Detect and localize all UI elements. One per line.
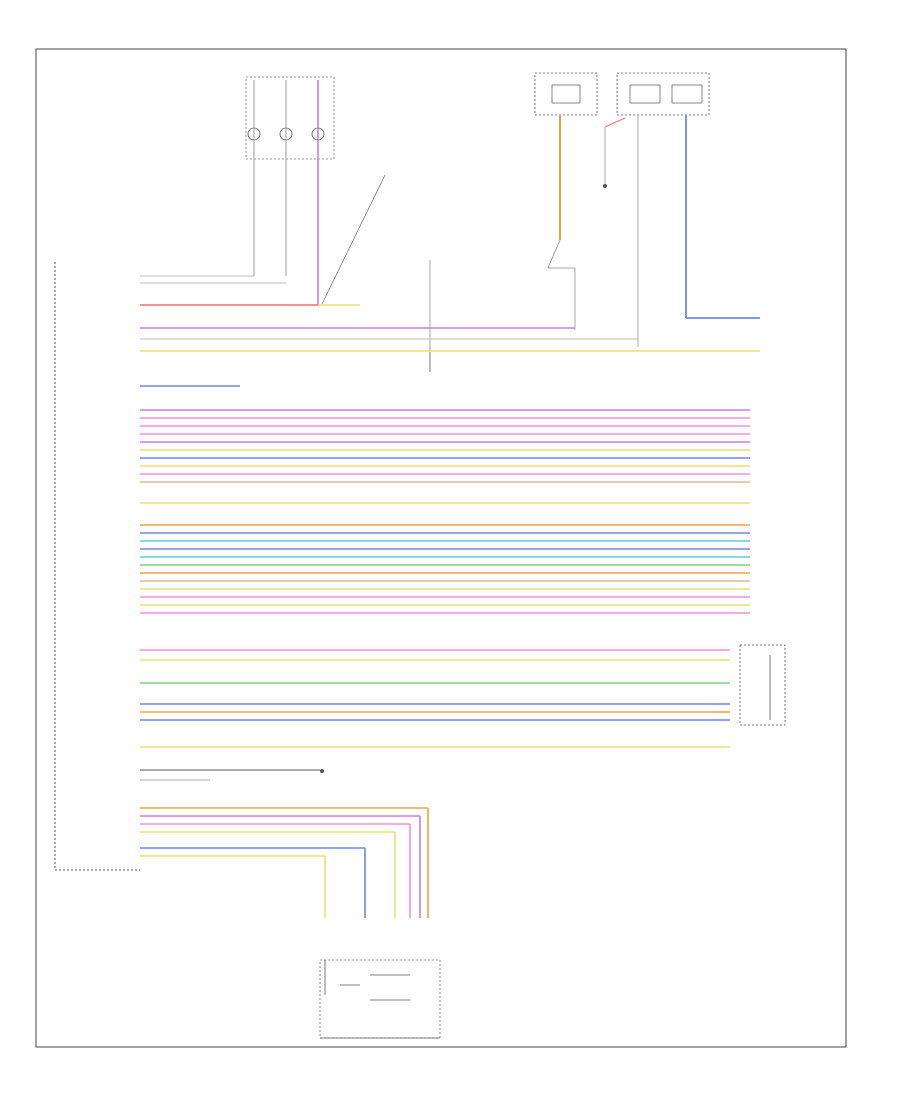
- fuse-box-right: [616, 72, 710, 116]
- top-sensor-wires: [140, 80, 319, 306]
- bus-main: [140, 409, 750, 504]
- top-wires: [140, 304, 760, 352]
- bus-right-module: [140, 644, 786, 748]
- bus-secondary: [140, 524, 750, 614]
- fuse-box-left: [534, 72, 598, 116]
- diagram-frame: [35, 48, 847, 1048]
- splice-note-line: [321, 174, 386, 305]
- top-sensor: [245, 76, 335, 160]
- bottom-sensor: [319, 959, 441, 1039]
- bus-bottom: [140, 807, 429, 918]
